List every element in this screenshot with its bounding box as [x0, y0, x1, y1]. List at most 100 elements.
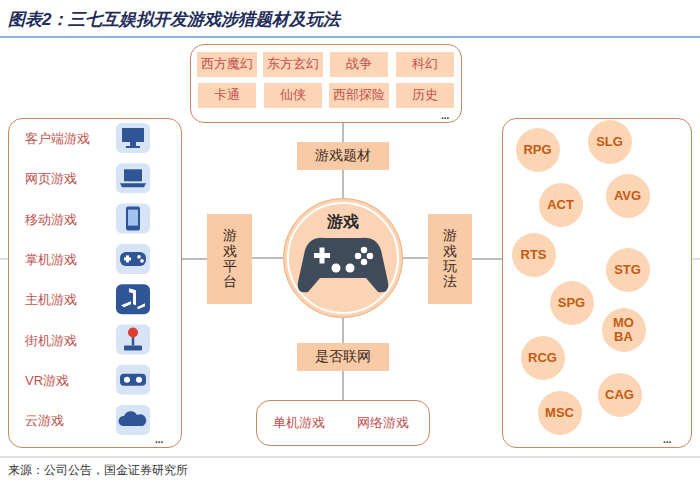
- node-label: 仙侠: [280, 86, 306, 104]
- item-label: 云游戏: [25, 412, 64, 430]
- node-label: 游戏玩法: [443, 228, 457, 290]
- console-icon: [116, 284, 150, 314]
- icon-glyph: [120, 252, 146, 266]
- icon-glyph: [120, 183, 146, 187]
- item-label: 掌机游戏: [25, 251, 77, 269]
- genre-circle: STG: [606, 248, 650, 292]
- icon-glyph: [124, 346, 142, 351]
- node-label: STG: [614, 262, 641, 277]
- source-caption: 来源：公司公告，国金证券研究所: [8, 462, 188, 479]
- connector-line: [342, 123, 344, 142]
- icon-glyph: [122, 128, 144, 142]
- genre-circle: ACT: [539, 183, 583, 227]
- node-label: RPG: [523, 142, 551, 157]
- node-label: 战争: [346, 55, 372, 73]
- connector-line: [342, 371, 344, 400]
- node-label: RTS: [521, 247, 547, 262]
- node-label: 卡通: [214, 86, 240, 104]
- gamepad-dpad: [320, 248, 325, 264]
- laptop-icon: [116, 163, 150, 193]
- icon-glyph: [137, 303, 145, 309]
- gamepad-button: [361, 247, 367, 253]
- gamepad-button: [361, 259, 367, 265]
- genre-box: 东方玄幻: [263, 52, 323, 77]
- node-label: 东方玄幻: [267, 55, 319, 73]
- icon-glyph: [140, 259, 144, 263]
- node-label: RCG: [528, 350, 557, 365]
- node-label: SLG: [596, 134, 623, 149]
- connector-line: [182, 258, 207, 260]
- genre-circle: SLG: [588, 120, 632, 164]
- item-label: 客户端游戏: [25, 130, 90, 148]
- category-box: 游戏题材: [297, 142, 389, 170]
- genre-circle: AVG: [606, 174, 650, 218]
- vr-icon: [116, 365, 150, 395]
- gamepad-stick: [346, 264, 355, 273]
- icon-glyph: [118, 411, 146, 426]
- item-label: 移动游戏: [25, 211, 77, 229]
- ellipsis-mark: ...: [441, 111, 449, 121]
- genre-box: 西方魔幻: [197, 52, 257, 77]
- pc-icon: [116, 123, 150, 153]
- connector-line: [252, 257, 283, 259]
- connector-line: [403, 257, 428, 259]
- connector-line: [342, 318, 344, 343]
- node-label: 是否联网: [315, 348, 371, 366]
- icon-glyph: [137, 255, 141, 259]
- genre-circle: RCG: [521, 336, 565, 380]
- node-label: 游戏题材: [315, 147, 371, 165]
- category-box: 游戏平台: [207, 214, 252, 304]
- footer-rule: [0, 457, 700, 458]
- genre-circle: MSC: [538, 391, 582, 435]
- node-label: AVG: [614, 188, 641, 203]
- icon-tile: [116, 244, 150, 274]
- node-label: 历史: [412, 86, 438, 104]
- node-label: SPG: [558, 295, 585, 310]
- group-panel: ...RPGSLGACTAVGRTSSTGSPGMO BARCGCAGMSC: [502, 118, 692, 448]
- handheld-icon: [116, 244, 150, 274]
- node-label: MO BA: [611, 316, 637, 343]
- genre-circle: MO BA: [602, 308, 646, 352]
- group-panel: ... 西方魔幻东方玄幻 战争 科幻卡通 仙侠 西部探险 历史: [190, 44, 462, 123]
- node-label: MSC: [545, 405, 574, 420]
- gamepad-body: [298, 238, 389, 293]
- icon-tile: [116, 365, 150, 395]
- icon-glyph: [128, 210, 138, 226]
- gamepad-button: [355, 253, 361, 259]
- node-label: 西方魔幻: [201, 55, 253, 73]
- icon-tile: [116, 123, 150, 153]
- category-box: 是否联网: [297, 343, 389, 371]
- genre-box: 仙侠: [264, 83, 322, 108]
- chart-title: 图表2：三七互娱拟开发游戏涉猎题材及玩法: [8, 8, 340, 31]
- connector-line: [472, 258, 502, 260]
- platform-icons: [116, 123, 150, 435]
- item-label: 单机游戏: [273, 414, 325, 432]
- group-panel: 客户端游戏网页游戏移动游戏掌机游戏主机游戏街机游戏VR游戏云游戏...: [8, 118, 182, 448]
- connector-line: [342, 170, 344, 198]
- gamepad-button: [367, 253, 373, 259]
- icon-tile: [116, 284, 150, 314]
- genre-box: 历史: [396, 83, 454, 108]
- node-label: 西部探险: [333, 86, 385, 104]
- genre-circle: RPG: [516, 128, 560, 172]
- center-disc: [283, 198, 403, 318]
- title-rule: [0, 36, 700, 38]
- node-label: CAG: [605, 387, 634, 402]
- icon-glyph: [130, 142, 136, 146]
- tablet-icon: [116, 204, 150, 234]
- genre-box: 卡通: [198, 83, 256, 108]
- category-box: 游戏玩法: [428, 214, 472, 304]
- genre-circle: SPG: [550, 281, 594, 325]
- axis-stub: [0, 259, 8, 260]
- node-label: 科幻: [412, 55, 438, 73]
- genre-box: 科幻: [396, 52, 454, 77]
- icon-glyph: [121, 301, 131, 307]
- item-label: 主机游戏: [25, 291, 77, 309]
- item-label: 街机游戏: [25, 332, 77, 350]
- icon-glyph: [124, 169, 142, 181]
- item-label: 网络游戏: [357, 414, 409, 432]
- item-label: VR游戏: [25, 372, 69, 390]
- cloud-icon: [116, 405, 150, 435]
- gamepad-stick: [332, 264, 341, 273]
